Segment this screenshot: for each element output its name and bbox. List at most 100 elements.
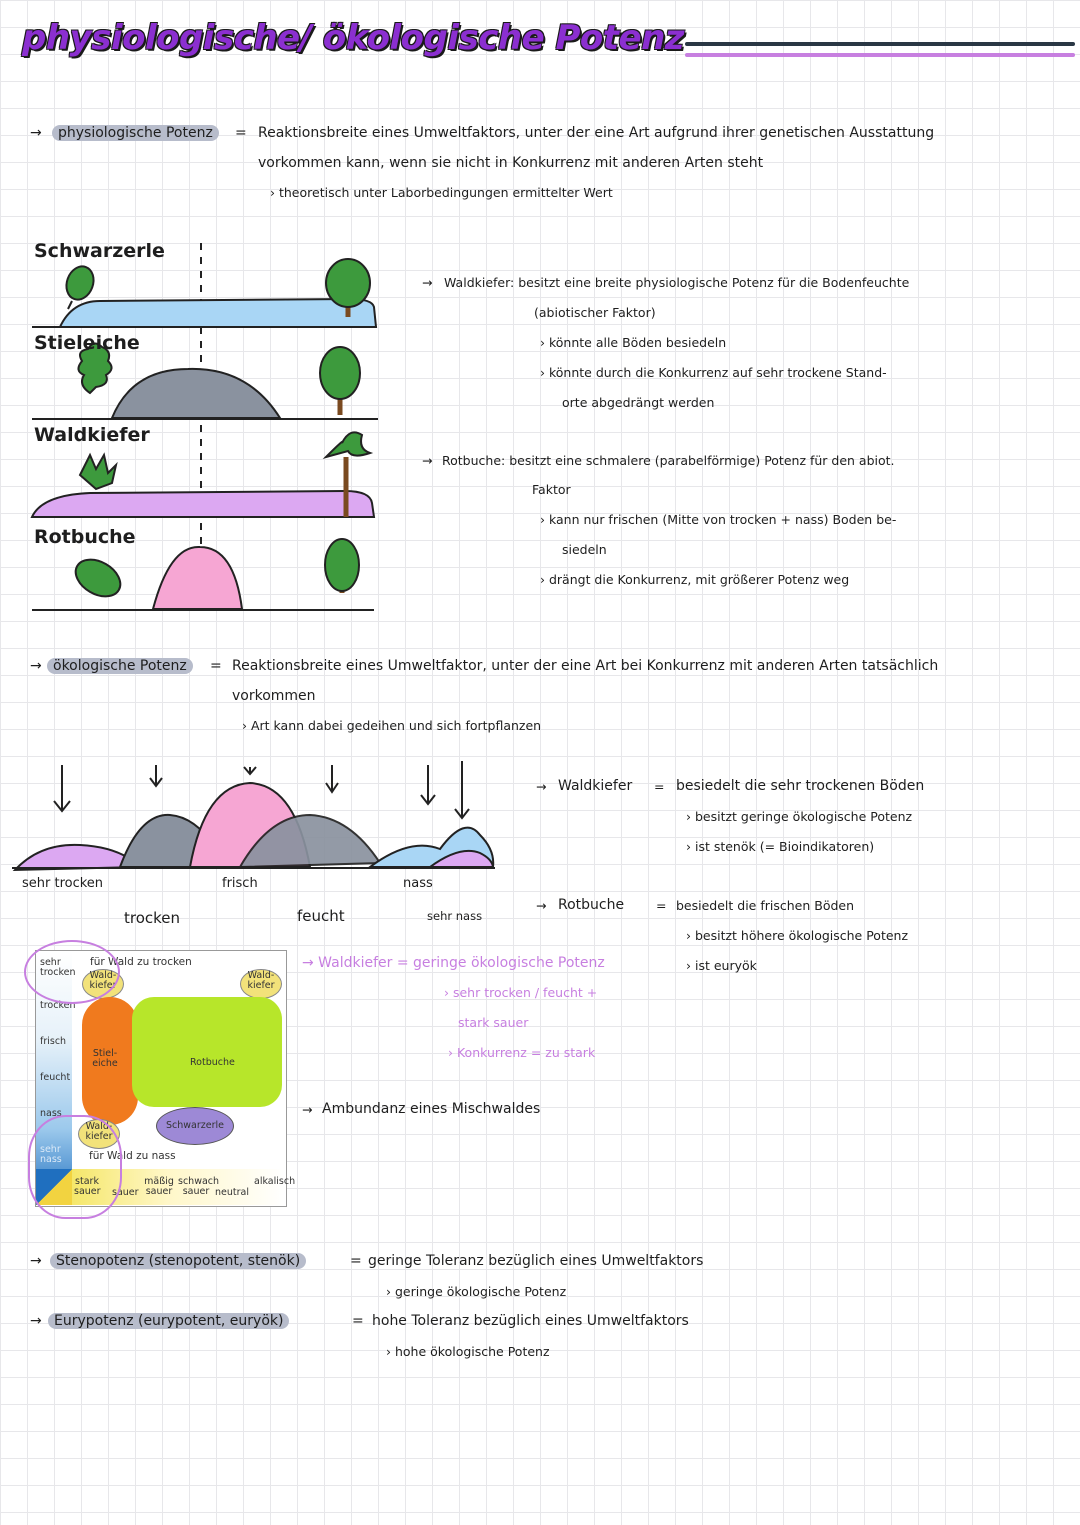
purple-note-l2: › sehr trocken / feucht +	[444, 985, 598, 1000]
purple-note-l3: stark sauer	[458, 1015, 529, 1030]
beech-tree-icon	[324, 538, 360, 593]
species-label-waldkiefer: Waldkiefer	[34, 424, 150, 446]
y-label-frisch: frisch	[40, 1036, 67, 1047]
waldkiefer-note-l3: › könnte alle Böden besiedeln	[540, 335, 727, 350]
oeko-def-line3: › Art kann dabei gedeihen und sich fortp…	[242, 718, 542, 733]
waldkiefer-note-l5: orte abgedrängt werden	[562, 395, 715, 410]
down-arrow-icon	[53, 761, 470, 820]
steno-term: Stenopotenz (stenopotent, stenök)	[50, 1253, 307, 1270]
oeko-waldkiefer-b1: › besitzt geringe ökologische Potenz	[686, 809, 913, 824]
alder-tree-icon	[325, 258, 371, 317]
ecological-curves-diagram	[12, 761, 495, 872]
physio-term: physiologische Potenz	[52, 125, 219, 142]
axis-label-sehr-trocken: sehr trocken	[22, 876, 104, 891]
y-label-trocken: trocken	[40, 1000, 76, 1011]
oeko-rotbuche-eq: =	[656, 898, 667, 913]
region-waldkiefer-alkaline	[240, 969, 282, 999]
oak-tree-icon	[319, 346, 361, 415]
arrow-icon: →	[30, 1313, 42, 1329]
purple-note-l1: → Waldkiefer = geringe ökologische Poten…	[302, 955, 605, 971]
axis-label-nass: nass	[403, 876, 433, 891]
axis-label-trocken: trocken	[124, 909, 181, 927]
axis-label-sehr-nass: sehr nass	[427, 909, 483, 923]
arrow-icon: →	[302, 1102, 313, 1117]
y-label-nass: nass	[40, 1108, 62, 1119]
region-rotbuche	[132, 997, 282, 1107]
arrow-icon: →	[30, 125, 42, 141]
x-label-sauer: sauer	[112, 1187, 139, 1198]
title-underline-dark	[685, 42, 1075, 46]
highlight-circle-wet	[28, 1115, 122, 1219]
schwarzerle-eco-curve	[238, 813, 382, 869]
arrow-icon: →	[422, 453, 433, 468]
physio-potency-diagrams	[30, 243, 378, 611]
oeko-waldkiefer-eq: =	[654, 779, 665, 794]
alder-leaf-icon	[65, 265, 95, 310]
x-label-schwach-sauer: schwach sauer	[178, 1176, 220, 1198]
steno-sub: › geringe ökologische Potenz	[386, 1284, 567, 1299]
x-label-alkalisch: alkalisch	[254, 1176, 296, 1187]
oeko-eq: =	[210, 658, 222, 674]
oeko-def-line1: Reaktionsbreite eines Umweltfaktor, unte…	[232, 658, 939, 674]
oeko-rotbuche-b1: › besitzt höhere ökologische Potenz	[686, 928, 909, 943]
eury-term: Eurypotenz (eurypotent, euryök)	[48, 1313, 290, 1330]
waldkiefer-note-l2: (abiotischer Faktor)	[534, 305, 656, 320]
region-label: Schwarzerle	[166, 1120, 224, 1131]
waldkiefer-curve	[30, 489, 376, 518]
waldkiefer-note-head: Waldkiefer: besitzt eine breite physiolo…	[444, 275, 910, 290]
rotbuche-note-head: Rotbuche: besitzt eine schmalere (parabe…	[442, 453, 895, 468]
region-label: Wald-kiefer	[247, 970, 275, 992]
rotbuche-note-l2: Faktor	[532, 482, 571, 497]
oeko-waldkiefer-desc: besiedelt die sehr trockenen Böden	[676, 778, 925, 794]
arrow-icon: →	[536, 898, 547, 913]
highlight-circle-dry	[24, 940, 120, 1004]
x-label-maessig-sauer: mäßig sauer	[144, 1176, 174, 1198]
schwarzerle-curve	[58, 297, 378, 328]
physio-def-line3: › theoretisch unter Laborbedingungen erm…	[270, 185, 613, 200]
rotbuche-note-l4: siedeln	[562, 542, 607, 557]
stieleiche-curve	[110, 367, 282, 419]
oeko-waldkiefer-head: Waldkiefer	[558, 778, 633, 794]
steno-eq: =	[350, 1253, 362, 1269]
physio-eq: =	[235, 125, 247, 141]
bottom-note: für Wald zu nass	[89, 1150, 176, 1162]
rotbuche-note-l5: › drängt die Konkurrenz, mit größerer Po…	[540, 572, 850, 587]
physio-def-line2: vorkommen kann, wenn sie nicht in Konkur…	[258, 155, 764, 171]
page-title: physiologische/ ökologische Potenz	[22, 18, 685, 58]
beech-leaf-icon	[74, 558, 122, 598]
physio-def-line1: Reaktionsbreite eines Umweltfaktors, unt…	[258, 125, 935, 141]
species-label-stieleiche: Stieleiche	[34, 332, 140, 354]
region-label: Rotbuche	[190, 1057, 235, 1068]
rotbuche-curve	[151, 545, 244, 610]
region-label: Stiel-eiche	[92, 1048, 118, 1070]
title-underline-purple	[685, 53, 1075, 57]
oeko-rotbuche-head: Rotbuche	[558, 897, 625, 913]
arrow-icon: →	[30, 1253, 42, 1269]
oeko-waldkiefer-b2: › ist stenök (= Bioindikatoren)	[686, 839, 875, 854]
oak-leaf-icon	[77, 342, 113, 395]
species-label-rotbuche: Rotbuche	[34, 526, 136, 548]
waldkiefer-eco-curve-right-tail	[426, 849, 495, 868]
axis-label-frisch: frisch	[222, 876, 258, 891]
oeko-rotbuche-desc: besiedelt die frischen Böden	[676, 898, 855, 913]
purple-note-l4: › Konkurrenz = zu stark	[448, 1045, 596, 1060]
rotbuche-note-l3: › kann nur frischen (Mitte von trocken +…	[540, 512, 897, 527]
region-stieleiche	[82, 997, 138, 1125]
top-note: für Wald zu trocken	[90, 956, 192, 968]
arrow-icon: →	[30, 658, 42, 674]
arrow-icon: →	[536, 779, 547, 794]
species-label-schwarzerle: Schwarzerle	[34, 240, 165, 262]
region-schwarzerle	[156, 1107, 234, 1145]
oeko-term: ökologische Potenz	[47, 658, 193, 675]
eury-sub: › hohe ökologische Potenz	[386, 1344, 550, 1359]
x-label-neutral: neutral	[215, 1187, 249, 1198]
axis-label-feucht: feucht	[297, 907, 345, 925]
waldkiefer-note-l4: › könnte durch die Konkurrenz auf sehr t…	[540, 365, 887, 380]
abundance-caption: Ambundanz eines Mischwaldes	[322, 1101, 541, 1117]
arrow-icon: →	[422, 275, 433, 290]
oeko-rotbuche-b2: › ist euryök	[686, 958, 757, 973]
oeko-def-line2: vorkommen	[232, 688, 316, 704]
steno-def: geringe Toleranz bezüglich eines Umweltf…	[368, 1253, 704, 1269]
pine-tree-icon	[322, 431, 374, 517]
eury-def: hohe Toleranz bezüglich eines Umweltfakt…	[372, 1313, 689, 1329]
